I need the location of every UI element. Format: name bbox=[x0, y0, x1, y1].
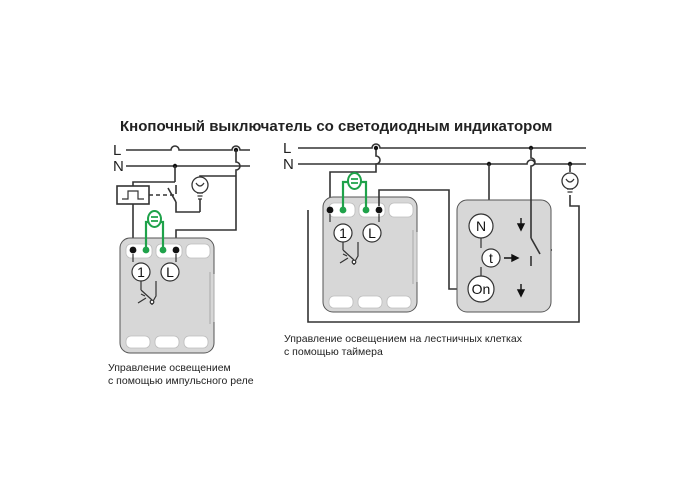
rail-l-right bbox=[298, 143, 586, 149]
arrow-down-icon bbox=[516, 284, 526, 298]
relay-coil-icon bbox=[116, 185, 150, 205]
led-indicator-icon bbox=[341, 172, 368, 207]
timer-t-label: t bbox=[489, 250, 493, 266]
arrow-down-icon bbox=[516, 218, 526, 232]
rail-label-l-right: L bbox=[283, 140, 291, 157]
terminal-circle-l bbox=[362, 223, 382, 243]
bottom-slot bbox=[154, 335, 180, 349]
terminal-black bbox=[375, 206, 383, 214]
diagram-title: Кнопочный выключатель со светодиодным ин… bbox=[120, 118, 552, 135]
button-label: 1 bbox=[137, 264, 145, 280]
bottom-slot bbox=[183, 335, 209, 349]
led-indicator-icon bbox=[144, 210, 165, 247]
rail-label-l-left: L bbox=[113, 142, 121, 159]
right-diagram: L N bbox=[283, 140, 586, 323]
caption-right-line2: с помощью таймера bbox=[284, 346, 383, 358]
caption-right-line1: Управление освещением на лестничных клет… bbox=[284, 333, 523, 345]
terminal-green bbox=[362, 206, 370, 214]
terminal-circle-l bbox=[160, 262, 180, 282]
terminal-black bbox=[172, 246, 180, 254]
wire-l-to-device bbox=[329, 148, 381, 206]
bottom-slot bbox=[125, 335, 151, 349]
terminal-label-l: L bbox=[166, 264, 174, 280]
lamp-icon bbox=[191, 176, 209, 212]
rail-l-left bbox=[126, 145, 250, 151]
rail-label-n-left: N bbox=[113, 158, 124, 175]
rail-n-right bbox=[298, 159, 586, 165]
top-slot bbox=[185, 243, 211, 259]
terminal-green bbox=[159, 246, 167, 254]
caption-left-line1: Управление освещением bbox=[108, 362, 231, 374]
timer-contact bbox=[530, 196, 541, 266]
arrow-right-icon bbox=[504, 253, 520, 263]
wire-device-to-timer bbox=[378, 189, 470, 290]
timer-t-circle bbox=[481, 248, 501, 268]
timer-n-label: N bbox=[476, 218, 486, 234]
wire-l-drop bbox=[175, 150, 241, 244]
caption-left-line2: с помощью импульсного реле bbox=[108, 375, 254, 387]
terminal-label-l: L bbox=[368, 225, 376, 241]
button-label: 1 bbox=[339, 225, 347, 241]
terminal-black bbox=[129, 246, 137, 254]
lamp-icon bbox=[561, 172, 579, 193]
left-diagram: L N bbox=[113, 142, 250, 354]
terminal-green bbox=[339, 206, 347, 214]
bottom-slot bbox=[386, 295, 412, 309]
timer-on-label: On bbox=[472, 281, 491, 297]
terminal-black bbox=[326, 206, 334, 214]
terminal-green bbox=[142, 246, 150, 254]
rail-label-n-right: N bbox=[283, 156, 294, 173]
wire-coil-n bbox=[132, 181, 175, 186]
bottom-slot bbox=[328, 295, 354, 309]
wire-lamp-return bbox=[307, 195, 580, 323]
bottom-slot bbox=[357, 295, 383, 309]
top-slot bbox=[388, 202, 414, 218]
wire-l-to-timer bbox=[530, 148, 536, 196]
